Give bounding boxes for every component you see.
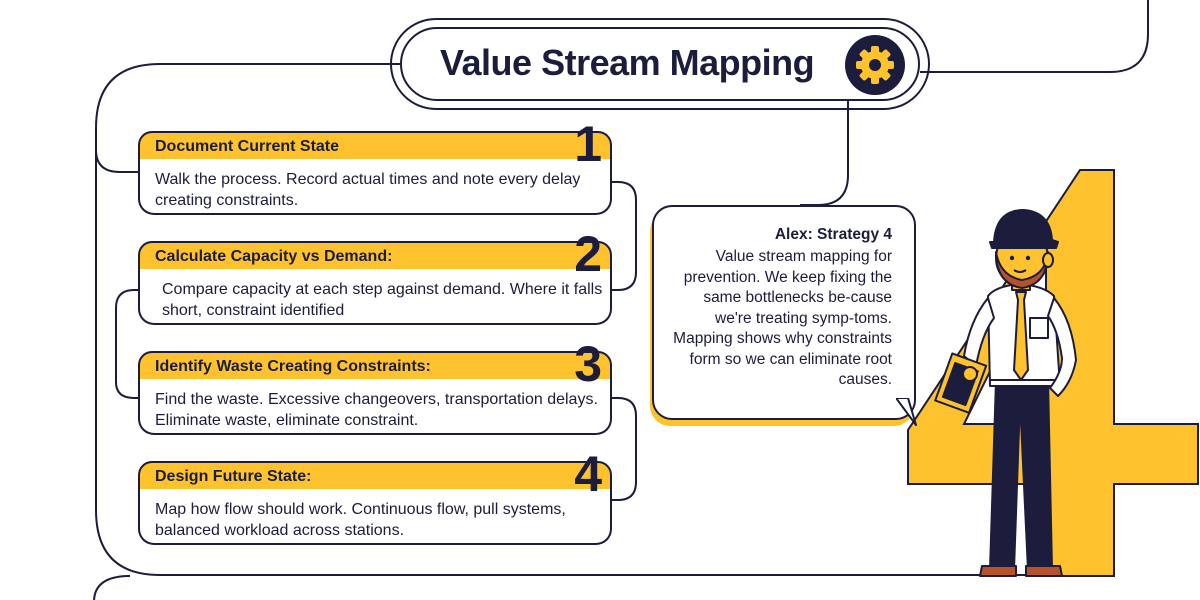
speech-text: Value stream mapping for prevention. We … (673, 248, 892, 388)
step-title: Calculate Capacity vs Demand: (155, 248, 393, 265)
step-title: Design Future State: (155, 468, 312, 485)
step-number: 4 (574, 446, 602, 502)
step-body (138, 489, 612, 545)
step-body (138, 269, 612, 325)
step-number: 2 (574, 226, 602, 282)
step-text: Compare capacity at each step against de… (162, 281, 603, 319)
step-number: 3 (574, 336, 602, 392)
speaker-name: Alex: Strategy 4 (774, 226, 892, 243)
gear-icon (844, 34, 906, 96)
step-header (138, 131, 612, 161)
step-number: 1 (574, 116, 602, 172)
step-text: Find the waste. Excessive changeovers, t… (155, 391, 598, 429)
step-body (138, 159, 612, 215)
speech-bubble-tail (896, 398, 917, 426)
step-text: Walk the process. Record actual times an… (155, 171, 581, 209)
page-title: Value Stream Mapping (440, 42, 815, 83)
step-title: Identify Waste Creating Constraints: (155, 358, 431, 375)
engineer-character-icon (934, 209, 1077, 577)
step-text: Map how flow should work. Continuous flo… (155, 501, 566, 539)
step-title: Document Current State (155, 138, 340, 155)
speech-bubble (652, 205, 916, 420)
step-body (138, 379, 612, 435)
step-header (138, 461, 612, 491)
title-pill (400, 27, 920, 101)
